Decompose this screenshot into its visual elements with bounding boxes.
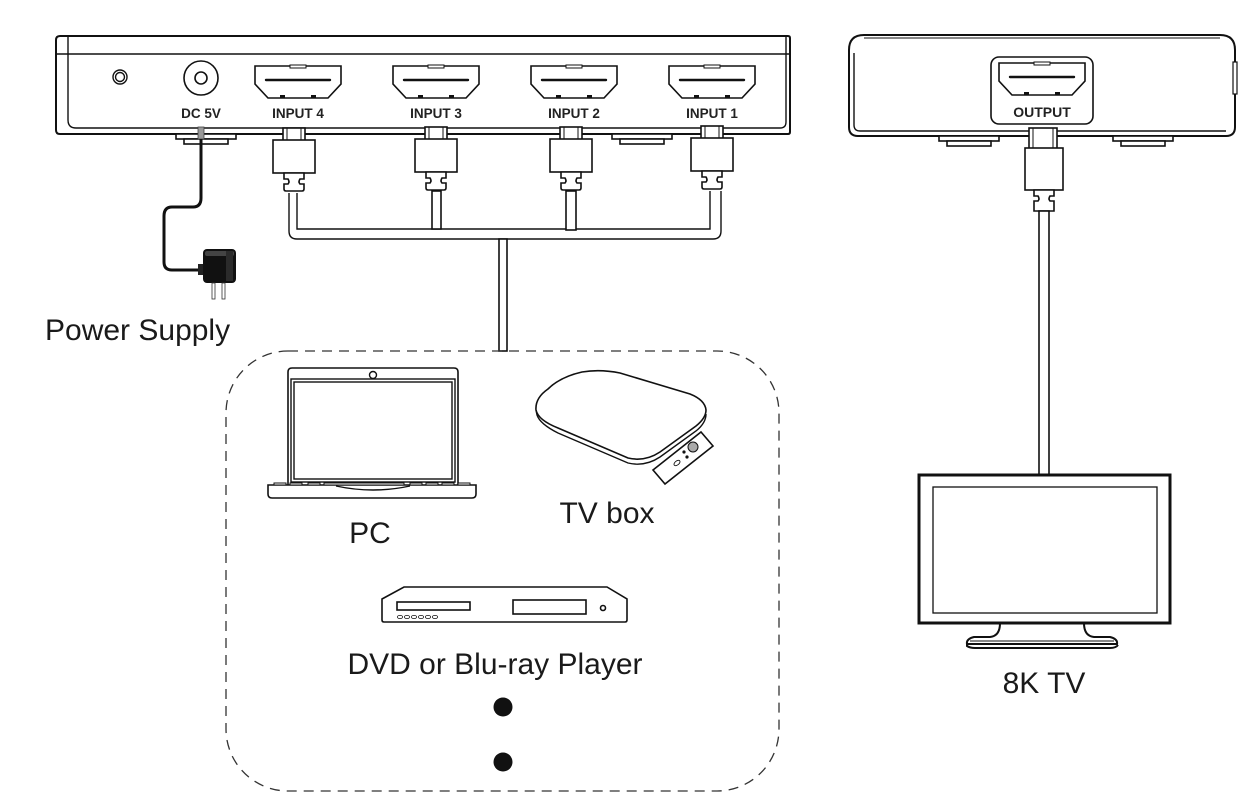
rubber-foot (175, 133, 237, 145)
output-cable (1024, 127, 1064, 476)
rubber-foot (1112, 135, 1174, 147)
port-label-input-1: INPUT 1 (686, 106, 738, 121)
dc-jack-icon (183, 60, 219, 96)
hdmi-port-input-1-icon (667, 63, 757, 100)
laptop-icon (267, 367, 477, 499)
rubber-foot (938, 135, 1000, 147)
hdmi-plug-icon (549, 126, 593, 191)
remote-control-icon (651, 430, 715, 486)
dvd-player-icon (381, 586, 628, 623)
more-devices-dot (493, 752, 513, 772)
power-adapter (162, 126, 236, 300)
port-label-input-2: INPUT 2 (548, 106, 600, 121)
more-devices-dot (493, 697, 513, 717)
port-label-dc: DC 5V (181, 106, 221, 121)
hdmi-switch: DC 5V INPUT 4 INPUT 3 INPUT 2 INPUT 1 (55, 35, 791, 145)
port-label-input-4: INPUT 4 (272, 106, 324, 121)
input-cables (272, 125, 734, 352)
rubber-foot (611, 133, 673, 145)
port-label-input-3: INPUT 3 (410, 106, 462, 121)
hdmi-port-input-2-icon (529, 63, 619, 100)
tv-label: 8K TV (1003, 667, 1086, 700)
hdmi-plug-icon (690, 125, 734, 190)
tv-box-icon (535, 369, 707, 465)
hdmi-port-output-icon (997, 60, 1087, 97)
tv-box-label: TV box (559, 497, 654, 530)
port-label-output: OUTPUT (1013, 104, 1071, 120)
tv-icon (917, 473, 1172, 649)
hdmi-port-input-3-icon (391, 63, 481, 100)
hdmi-switch-output-side: OUTPUT (848, 34, 1238, 147)
hdmi-plug-icon (414, 126, 458, 191)
pc-label: PC (349, 517, 391, 550)
power-supply-label: Power Supply (45, 314, 230, 347)
hdmi-plug-icon (272, 127, 316, 192)
source-devices-group (225, 350, 780, 792)
hdmi-port-input-4-icon (253, 63, 343, 100)
dvd-player-label: DVD or Blu-ray Player (347, 648, 642, 681)
